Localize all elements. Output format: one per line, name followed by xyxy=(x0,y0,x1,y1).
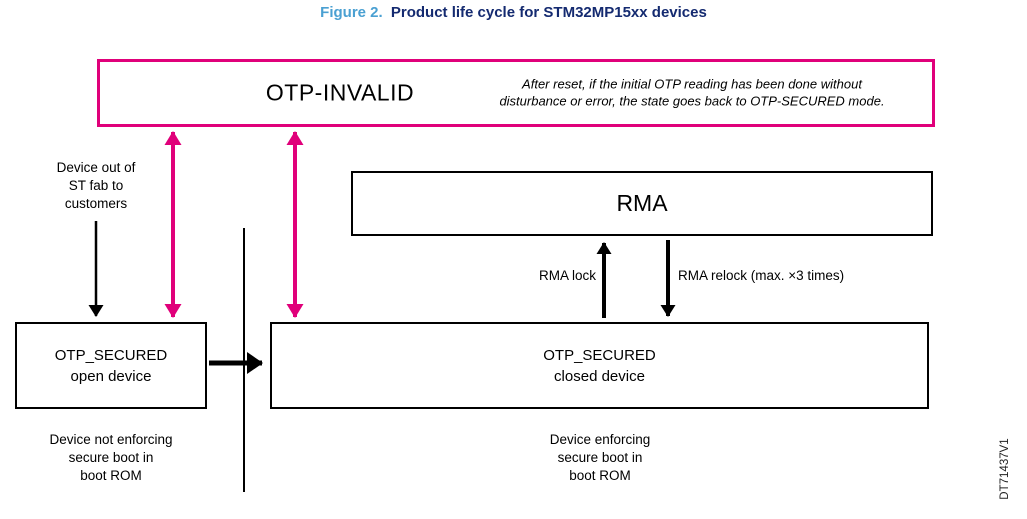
closed-device-annotation: Device enforcing secure boot in boot ROM xyxy=(549,432,651,483)
device-out-annotation: Device out of ST fab to customers xyxy=(56,160,136,211)
otp-secured-open-label: OTP_SECURED open device xyxy=(54,346,168,385)
open-device-annotation: Device not enforcing secure boot in boot… xyxy=(49,432,173,483)
otp-invalid-box: OTP-INVALID After reset, if the initial … xyxy=(97,59,935,127)
otp-invalid-label: OTP-INVALID xyxy=(265,79,415,106)
otp-secured-closed-box: OTP_SECURED closed device xyxy=(270,322,929,409)
rma-lock-label: RMA lock xyxy=(538,268,596,283)
document-reference: DT71437V1 xyxy=(999,438,1011,500)
rma-label: RMA xyxy=(616,190,668,216)
figure-title-text: Product life cycle for STM32MP15xx devic… xyxy=(390,4,707,21)
rma-relock-label: RMA relock (max. ×3 times) xyxy=(678,268,845,283)
otp-secured-closed-label: OTP_SECURED closed device xyxy=(543,346,656,385)
rma-box: RMA xyxy=(351,171,933,236)
otp-invalid-note: After reset, if the initial OTP reading … xyxy=(499,76,885,109)
figure-label: Figure 2. xyxy=(320,4,383,21)
figure-title: Figure 2. Product life cycle for STM32MP… xyxy=(0,4,1027,21)
otp-secured-open-box: OTP_SECURED open device xyxy=(15,322,207,409)
